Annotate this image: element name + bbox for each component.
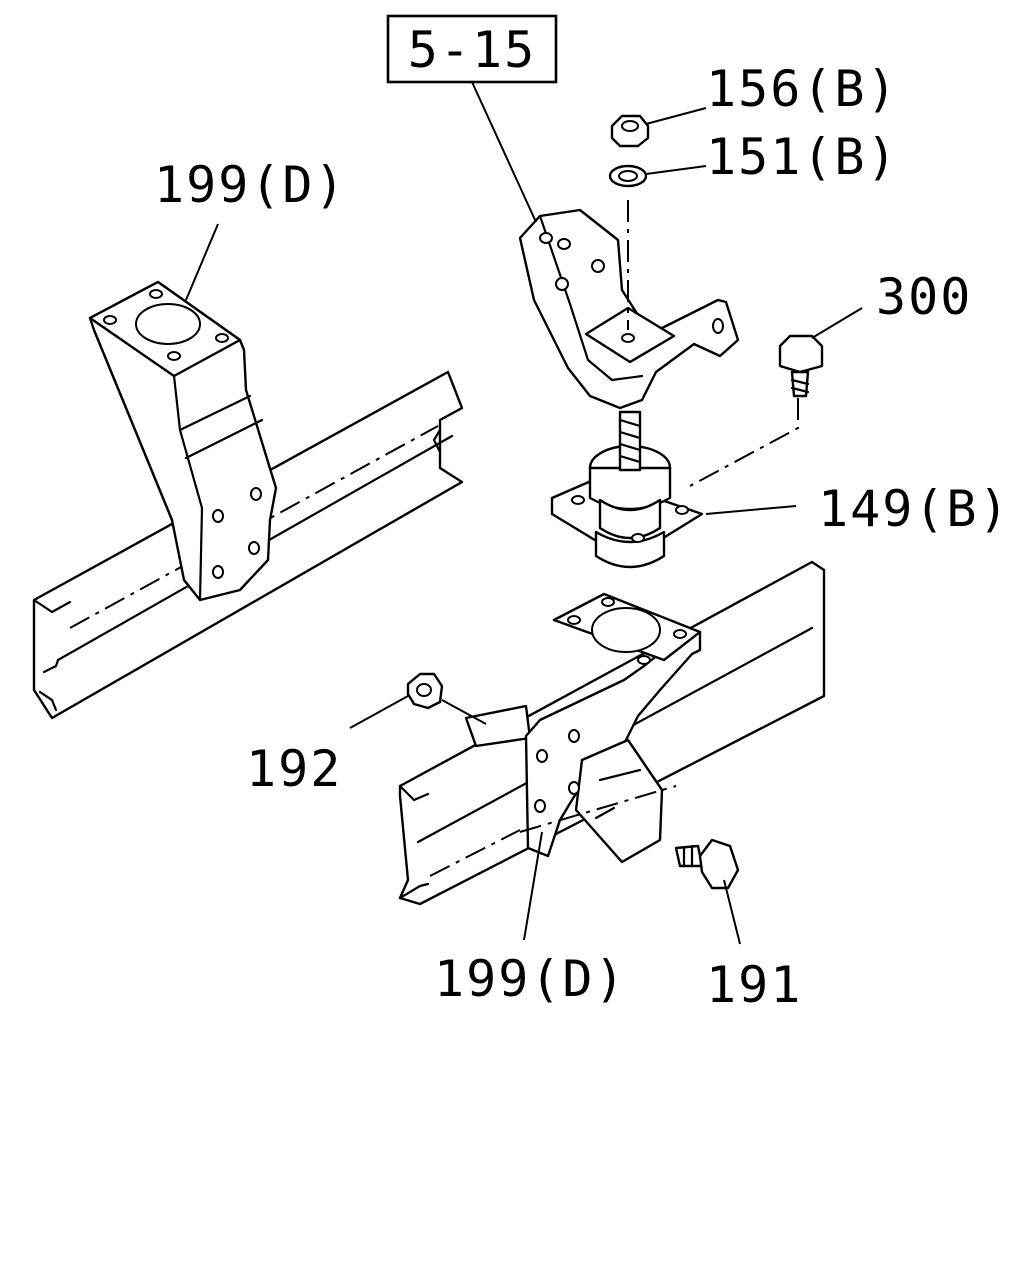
label-washer: 151(B): [706, 128, 899, 186]
bolt-300-part: [778, 334, 824, 398]
label-bolt-lower: 191: [706, 956, 802, 1014]
nut-192-axis: [441, 699, 487, 725]
leader-bracket-left: [185, 223, 219, 301]
label-nut-lower: 192: [246, 740, 342, 798]
nut-part: [610, 114, 650, 148]
reference-box-label: 5-15: [408, 21, 536, 79]
nut-192-part: [406, 672, 444, 710]
bolt-300-axis: [689, 398, 799, 487]
label-mount: 149(B): [818, 480, 1011, 538]
label-bolt-upper: 300: [876, 268, 972, 326]
leader-bolt-300: [811, 307, 863, 339]
leader-nut: [645, 107, 707, 125]
leader-bolt-191: [723, 879, 741, 945]
leader-bracket-right: [523, 831, 543, 941]
washer-part: [608, 164, 648, 188]
label-nut: 156(B): [706, 60, 899, 118]
leader-nut-192: [349, 695, 409, 729]
leader-mount: [705, 505, 797, 515]
bracket-left: [88, 280, 278, 602]
bolt-191-part: [674, 838, 740, 890]
mount-part: [550, 410, 704, 569]
reference-box: 5-15: [386, 14, 558, 84]
label-bracket-right: 199(D): [434, 950, 627, 1008]
leader-reference-box: [471, 81, 537, 223]
bracket-right: [464, 592, 702, 864]
label-bracket-left: 199(D): [154, 156, 347, 214]
leader-washer: [645, 165, 707, 175]
